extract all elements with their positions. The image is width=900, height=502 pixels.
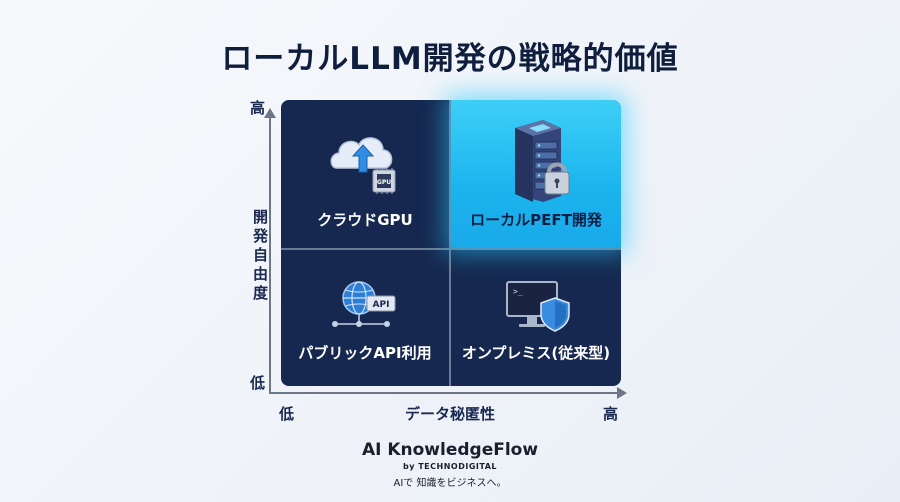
quadrant-label-on-premise: オンプレミス(従来型) [461, 344, 611, 362]
page-title: ローカルLLM開発の戦略的価値 [221, 41, 679, 77]
api-chip-text: API [373, 300, 390, 310]
brand-by-line: by TECHNODIGITAL [403, 462, 497, 471]
y-axis-low-label: 低 [250, 374, 266, 392]
quadrant-label-local-peft: ローカルPEFT開発 [470, 211, 602, 229]
x-axis-label: データ秘匿性 [404, 405, 495, 423]
server-lock-icon [515, 120, 570, 202]
globe-api-icon: API [332, 281, 396, 327]
y-axis-high-label: 高 [250, 99, 266, 117]
y-axis-label: 開発自由度 [253, 208, 269, 302]
quadrant-cloud-gpu: GPU クラウドGPU [281, 100, 449, 248]
gpu-chip-text: GPU [377, 179, 391, 186]
x-axis-low-label: 低 [279, 405, 295, 423]
quadrant-grid: GPU クラウドGPU [281, 100, 621, 386]
quadrant-label-public-api: パブリックAPI利用 [298, 344, 432, 362]
quadrant-label-cloud-gpu: クラウドGPU [317, 211, 413, 229]
cloud-upload-gpu-icon: GPU [330, 137, 396, 194]
terminal-prompt-text: >_ [513, 287, 523, 296]
monitor-shield-icon: >_ [506, 281, 570, 332]
quadrant-local-peft: ローカルPEFT開発 [451, 100, 621, 248]
quadrant-public-api: API パブリックAPI利用 [281, 250, 449, 386]
brand-name: AI KnowledgeFlow [361, 440, 539, 460]
brand-tagline: AIで 知識をビジネスへ。 [393, 478, 507, 489]
x-axis-high-label: 高 [603, 405, 619, 423]
y-axis-line [264, 108, 276, 394]
quadrant-on-premise: >_ オンプレミス(従来型) [451, 250, 621, 386]
x-axis-line [269, 387, 627, 399]
